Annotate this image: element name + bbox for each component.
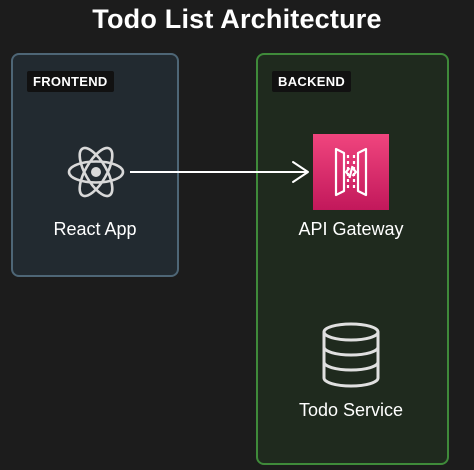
frontend-group-label: FRONTEND	[27, 71, 114, 92]
database-icon	[320, 322, 382, 388]
diagram-title: Todo List Architecture	[92, 4, 382, 34]
react-app-label: React App	[53, 219, 137, 239]
api-gateway-label: API Gateway	[298, 219, 404, 239]
react-icon	[66, 142, 126, 202]
frontend-group: FRONTEND	[11, 53, 179, 277]
todo-service-label: Todo Service	[298, 400, 404, 420]
api-gateway-icon	[313, 134, 389, 210]
backend-group-label: BACKEND	[272, 71, 352, 92]
backend-group: BACKEND	[256, 53, 449, 465]
